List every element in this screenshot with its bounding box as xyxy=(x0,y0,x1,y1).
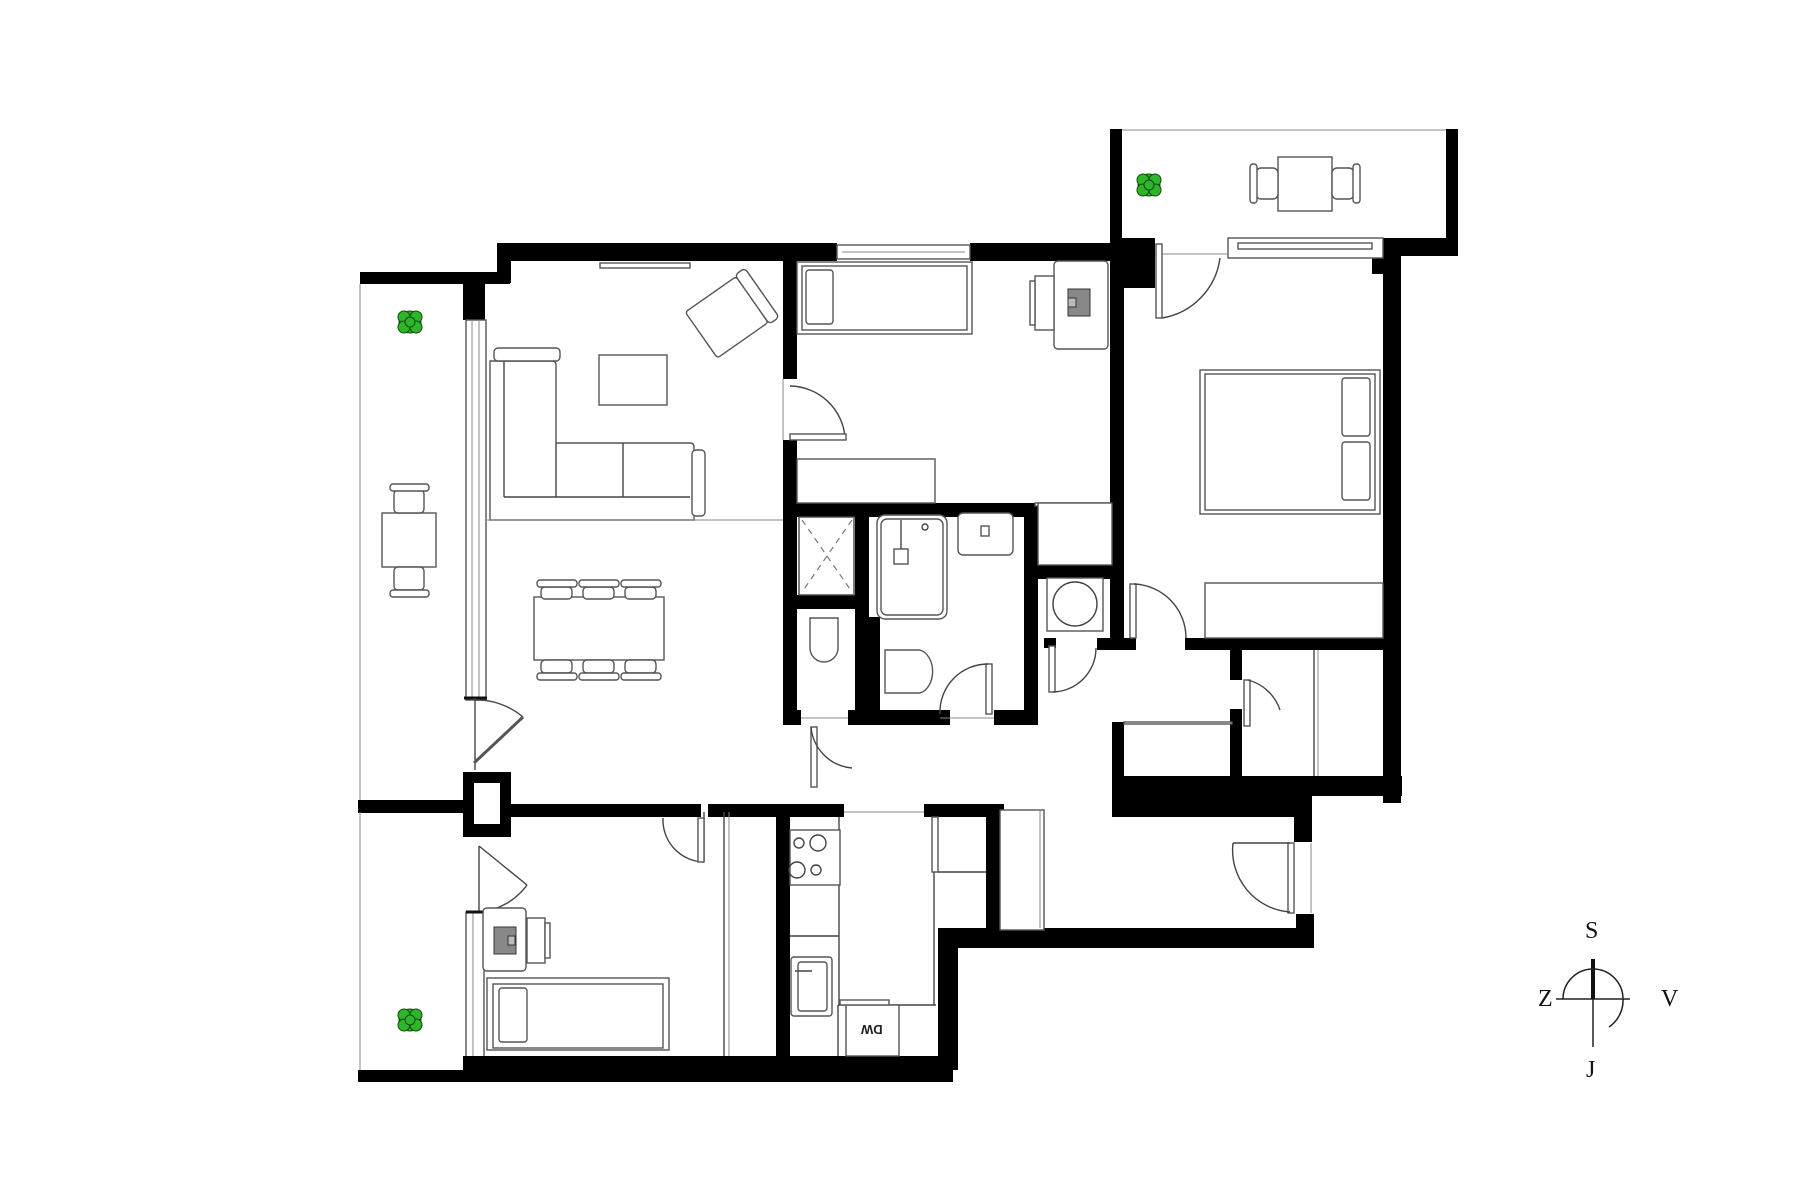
bathroom xyxy=(876,512,1014,719)
bedroom-1 xyxy=(482,812,730,1056)
balcony-table-set-icon xyxy=(1249,156,1361,212)
dishwasher-label: DW xyxy=(861,1022,883,1037)
bedroom-2 xyxy=(796,260,1113,566)
master-bedroom xyxy=(1129,243,1384,639)
plant-icon xyxy=(397,310,423,334)
kitchen xyxy=(788,816,986,1057)
living-room xyxy=(472,262,783,770)
compass-east-label: V xyxy=(1661,986,1679,1012)
hallway xyxy=(1123,650,1319,914)
hall-cupboard xyxy=(999,809,1045,931)
plant-icon xyxy=(397,1008,423,1032)
balcony-west-top xyxy=(381,310,437,598)
compass-west-label: Z xyxy=(1538,986,1553,1012)
plant-icon xyxy=(1136,173,1162,197)
compass-icon xyxy=(1556,959,1630,1047)
balcony-west-bottom xyxy=(397,1008,423,1032)
compass-north-label: S xyxy=(1585,918,1599,944)
laundry xyxy=(1046,577,1104,693)
wc xyxy=(801,617,853,788)
shower xyxy=(798,516,855,596)
compass-south-label: J xyxy=(1586,1057,1596,1083)
balcony-north xyxy=(1110,129,1458,256)
walls xyxy=(358,237,1402,1082)
